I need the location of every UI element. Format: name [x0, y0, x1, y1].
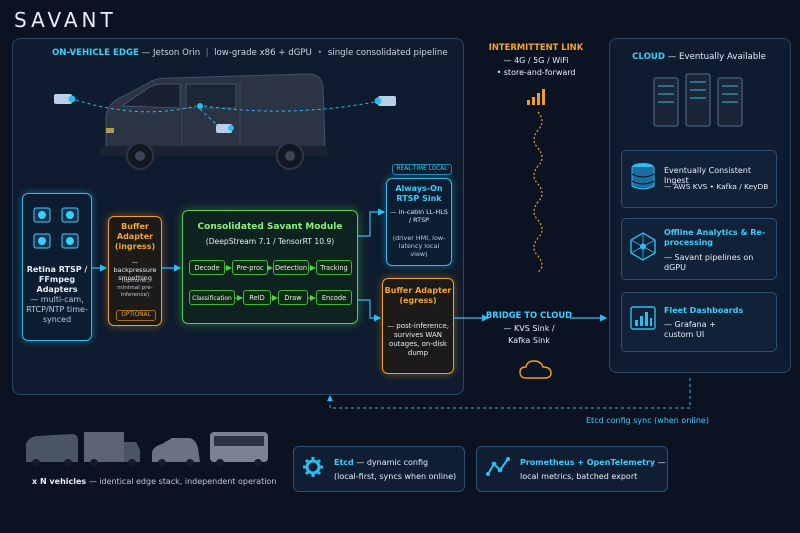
buffer-egress-box — [382, 278, 454, 374]
prometheus-title-line: Prometheus + OpenTelemetry — — [520, 458, 666, 467]
cloud-card-dashboards-title: Fleet Dashboards — [664, 306, 744, 315]
rtsp-body2: (driver HMI, low-latency local view) — [392, 234, 446, 258]
cloud-card-dashboards-body: — Grafana + custom UI — [664, 320, 716, 339]
cloud-title-main: CLOUD — [632, 52, 665, 62]
suv-icon — [152, 438, 200, 467]
fleet-caption: x N vehicles — identical edge stack, ind… — [32, 477, 276, 486]
module-subtitle: (DeepStream 7.1 / TensorRT 10.9) — [205, 237, 335, 246]
signal-icon — [527, 89, 545, 105]
buffer-ingress-title: Buffer Adapter (ingress) — [114, 222, 156, 251]
edge-title-main: ON-VEHICLE EDGE — [52, 48, 139, 58]
stage-classification: Classification — [189, 290, 235, 305]
stage-reid: ReID — [243, 290, 271, 305]
rtsp-sink-box — [386, 178, 452, 266]
retina-body: — multi-cam, RTCP/NTP time-synced — [26, 295, 88, 324]
rtsp-body1: — in-cabin LL-HLS / RTSP — [390, 208, 448, 224]
etcd-card — [293, 446, 465, 492]
fleet-vehicles — [26, 432, 268, 467]
prometheus-rest: — — [657, 458, 666, 467]
buffer-ingress-note: (optional, minimal pre-inference) — [117, 278, 153, 298]
camera-icon — [61, 207, 79, 223]
stage-detection: Detection — [273, 260, 309, 275]
rtsp-title: Always-On RTSP Sink — [395, 184, 443, 203]
edge-title: ON-VEHICLE EDGE — Jetson Orin | low-grad… — [52, 48, 448, 58]
retina-title: Retina RTSP / FFmpeg Adapters — [26, 265, 88, 294]
stage-draw: Draw — [278, 290, 308, 305]
buffer-egress-title: Buffer Adapter (egress) — [384, 286, 452, 305]
bus-icon — [210, 432, 268, 467]
edge-sub3: single consolidated pipeline — [327, 48, 448, 58]
prometheus-title: Prometheus + OpenTelemetry — [520, 458, 656, 467]
cloud-icon — [519, 360, 552, 379]
database-icon — [631, 163, 655, 190]
bridge-line2: Kafka Sink — [508, 336, 550, 345]
cloud-card-ingest-title: Eventually Consistent Ingest — [664, 166, 751, 185]
cloud-sub: — Eventually Available — [667, 52, 766, 62]
optional-tag: OPTIONAL — [116, 310, 156, 321]
intermittent-link-line — [533, 111, 543, 273]
buffer-ingress-body: — backpressure smoothing — [113, 258, 157, 282]
camera-icon — [54, 94, 76, 104]
stage-tracking: Tracking — [316, 260, 352, 275]
cloud-title: CLOUD — Eventually Available — [609, 52, 789, 62]
fleet-rest: — identical edge stack, independent oper… — [88, 477, 277, 486]
etcd-sync-label: Etcd config sync (when online) — [586, 416, 709, 425]
bridge-title: BRIDGE TO CLOUD — [485, 310, 573, 320]
edge-sub2: low-grade x86 + dGPU — [214, 48, 312, 58]
etcd-title: Etcd — [334, 458, 354, 467]
etcd-body: (local-first, syncs when online) — [334, 472, 457, 481]
brand-logo: SAVANT — [14, 8, 117, 32]
van-icon — [100, 73, 328, 170]
cloud-card-analytics-title: Offline Analytics & Re-processing — [664, 228, 766, 247]
etcd-title-line: Etcd — dynamic config — [334, 458, 428, 467]
cube-icon — [630, 232, 656, 261]
van-illustration — [54, 73, 396, 170]
stage-decode: Decode — [189, 260, 225, 275]
truck-icon — [84, 432, 140, 467]
stage-encode: Encode — [316, 290, 352, 305]
dashboard-icon — [630, 306, 656, 330]
camera-grid — [33, 207, 79, 249]
metrics-icon — [486, 457, 510, 476]
prometheus-body: local metrics, batched export — [520, 472, 638, 481]
real-time-local-tag: REAL-TIME LOCAL — [392, 164, 452, 175]
prometheus-card — [476, 446, 668, 492]
camera-icon — [33, 207, 51, 223]
cloud-card-ingest-body: — AWS KVS • Kafka / KeyDB — [664, 182, 769, 191]
server-icon — [653, 73, 743, 127]
edge-sub1: — Jetson Orin — [141, 48, 201, 58]
camera-icon — [216, 124, 234, 133]
link-line2: • store-and-forward — [496, 68, 576, 77]
cloud-card-analytics-body: — Savant pipelines on dGPU — [664, 253, 754, 272]
camera-icon — [374, 96, 396, 106]
camera-icon — [61, 233, 79, 249]
link-title: INTERMITTENT LINK — [488, 42, 584, 52]
buffer-ingress-box — [108, 216, 162, 326]
gear-icon — [303, 457, 323, 477]
fleet-lead: x N vehicles — [32, 477, 87, 486]
link-line1: — 4G / 5G / WiFi — [503, 56, 569, 65]
etcd-rest: — dynamic config — [356, 458, 429, 467]
van-icon — [26, 434, 78, 467]
bridge-line1: — KVS Sink / — [503, 324, 555, 333]
camera-icon — [33, 233, 51, 249]
module-title: Consolidated Savant Module — [197, 222, 343, 232]
buffer-egress-body: — post-inference, survives WAN outages, … — [387, 322, 449, 357]
